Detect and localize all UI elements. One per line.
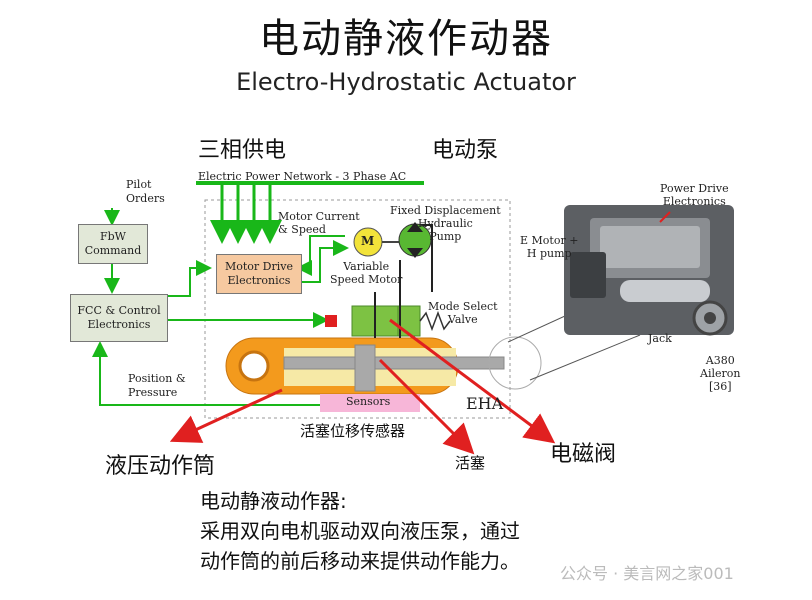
sensors-box — [320, 394, 420, 412]
watermark: 公众号 · 美言网之家001 — [560, 564, 734, 583]
arrow-cylinder — [169, 388, 283, 443]
arrow-valve — [389, 318, 556, 444]
actuator-photo — [564, 205, 734, 336]
valve-body — [351, 305, 421, 337]
fixed-pump-label: Fixed Displacement Hydraulic Pump — [390, 204, 501, 243]
fcc-to-drive-arrow — [165, 260, 212, 297]
power-network-bar — [196, 181, 424, 185]
label-position-sensor: 活塞位移传感器 — [300, 422, 406, 440]
arrow-piston — [378, 358, 475, 455]
motor-current-label: Motor Current & Speed — [278, 210, 360, 236]
pump-triangle-icon-2 — [407, 248, 423, 258]
label-pump: 电动泵 — [432, 138, 499, 163]
motor-symbol: M — [361, 234, 375, 248]
power-drive-electronics-label: Power Drive Electronics — [660, 182, 729, 208]
eha-boundary — [204, 199, 511, 419]
hydraulic-line-a — [420, 224, 433, 292]
label-piston: 活塞 — [455, 454, 486, 472]
label-cylinder: 液压动作筒 — [105, 454, 216, 479]
jack-label: Jack — [648, 332, 672, 345]
description-heading: 电动静液动作器: — [200, 489, 347, 513]
description-line-2: 动作筒的前后移动来提供动作能力。 — [200, 549, 520, 573]
piston-head — [354, 344, 376, 392]
power-network-label: Electric Power Network - 3 Phase AC — [198, 170, 407, 183]
rod-eye-circle — [488, 336, 542, 390]
description-line-1: 采用双向电机驱动双向液压泵，通过 — [200, 519, 520, 543]
sensors-label: Sensors — [346, 395, 391, 408]
label-three-phase: 三相供电 — [198, 138, 287, 163]
mode-select-valve-label: Mode Select Valve — [428, 300, 498, 326]
drive-to-motor-arrow — [300, 240, 349, 283]
variable-speed-motor-label: Variable Speed Motor — [330, 260, 403, 286]
motor-current-arrow — [296, 235, 345, 276]
position-pressure-label: Position & Pressure — [128, 372, 186, 399]
a380-aileron-label: A380 Aileron [36] — [700, 354, 741, 393]
pump-triangle-icon — [407, 222, 423, 232]
label-solenoid-valve: 电磁阀 — [550, 442, 617, 467]
fbw-command-box: FbW Command — [78, 224, 148, 264]
pilot-orders-label: Pilot Orders — [126, 178, 165, 205]
fcc-box: FCC & Control Electronics — [70, 294, 168, 342]
valve-spring-icon — [419, 310, 451, 332]
piston-rod — [283, 356, 505, 370]
motor-drive-box: Motor Drive Electronics — [216, 254, 302, 294]
title-english: Electro-Hydrostatic Actuator — [236, 68, 576, 96]
cylinder-eye — [238, 350, 270, 382]
valve-solenoid — [325, 315, 337, 327]
eha-label: EHA — [466, 394, 504, 413]
e-motor-h-pump-label: E Motor + H pump — [520, 234, 579, 260]
title-chinese: 电动静液作动器 — [259, 16, 553, 62]
